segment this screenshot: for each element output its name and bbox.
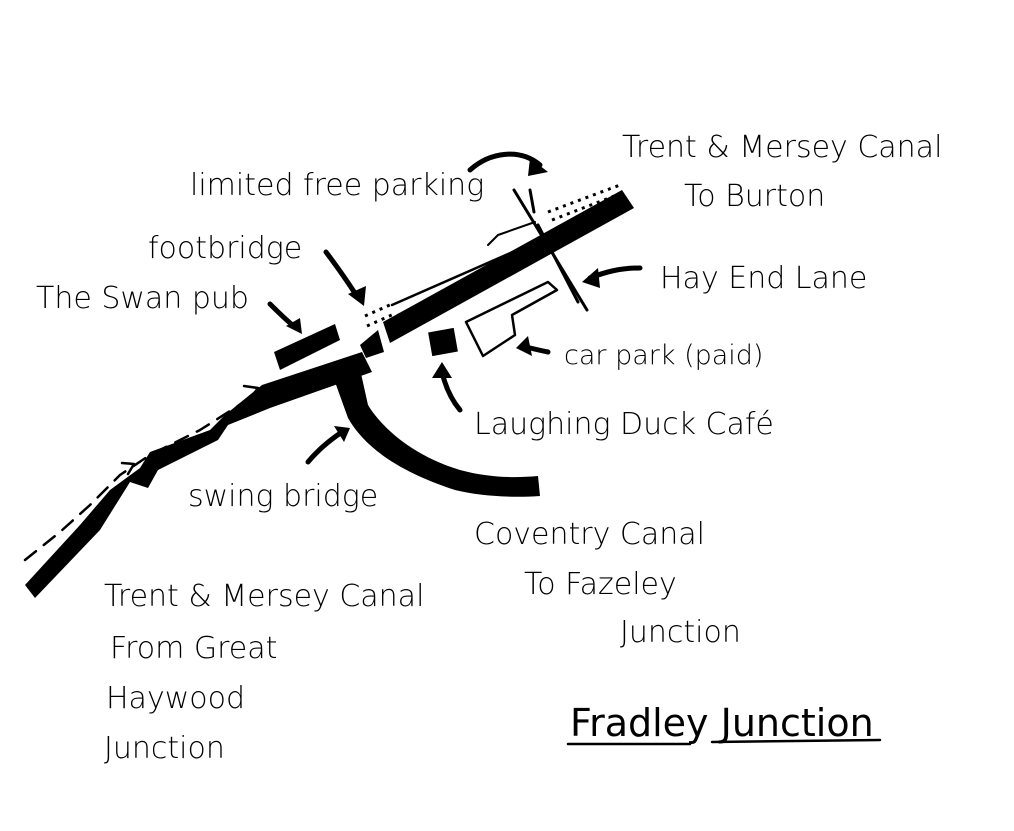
arrow-swing-bridge [305,429,345,465]
label-hay-end-lane: Hay End Lane [660,261,867,296]
label-trent-mersey-north: Trent & Mersey Canal [622,130,942,165]
label-from-great-2: Haywood [106,681,245,716]
arrow-footbridge-head [348,286,366,306]
arrow-hay-end-lane-head [582,268,600,288]
car-park-outline [464,280,559,358]
label-to-burton: To Burton [684,179,825,214]
walking-route-arrow [23,384,260,562]
label-trent-mersey-south: Trent & Mersey Canal [104,579,424,614]
hay-end-lane-road [512,188,589,312]
label-coventry-canal: Coventry Canal [474,517,705,552]
map-title: Fradley Junction [570,701,874,745]
arrow-limited-parking-head [528,158,548,176]
laughing-duck-building [428,327,458,357]
label-car-park: car park (paid) [564,340,763,371]
label-from-great-3: Junction [104,731,225,766]
dotted-paths [364,183,623,328]
label-laughing-duck: Laughing Duck Café [474,407,774,442]
label-to-fazeley-2: Junction [620,615,741,650]
arrow-swing-bridge-head [334,426,350,442]
arrow-limited-parking [467,151,543,173]
arrow-swan-pub-head [286,318,302,334]
pointer-arrows [267,151,643,465]
label-swan-pub: The Swan pub [36,281,249,316]
swan-pub-building [274,324,340,370]
title-underline-2 [710,738,882,744]
label-limited-free-parking: limited free parking [190,168,484,203]
arrow-laughing-duck-head [432,362,452,378]
canal-section-south [25,352,372,598]
label-swing-bridge: swing bridge [188,479,378,514]
label-from-great-1: From Great [110,631,277,666]
label-to-fazeley-1: To Fazeley [524,567,677,602]
label-footbridge: footbridge [148,231,302,266]
canal-lock-west [360,330,384,358]
towpath-lines [390,221,547,317]
arrow-car-park-head [516,336,532,356]
coventry-canal [330,360,540,497]
arrow-footbridge [323,249,361,301]
